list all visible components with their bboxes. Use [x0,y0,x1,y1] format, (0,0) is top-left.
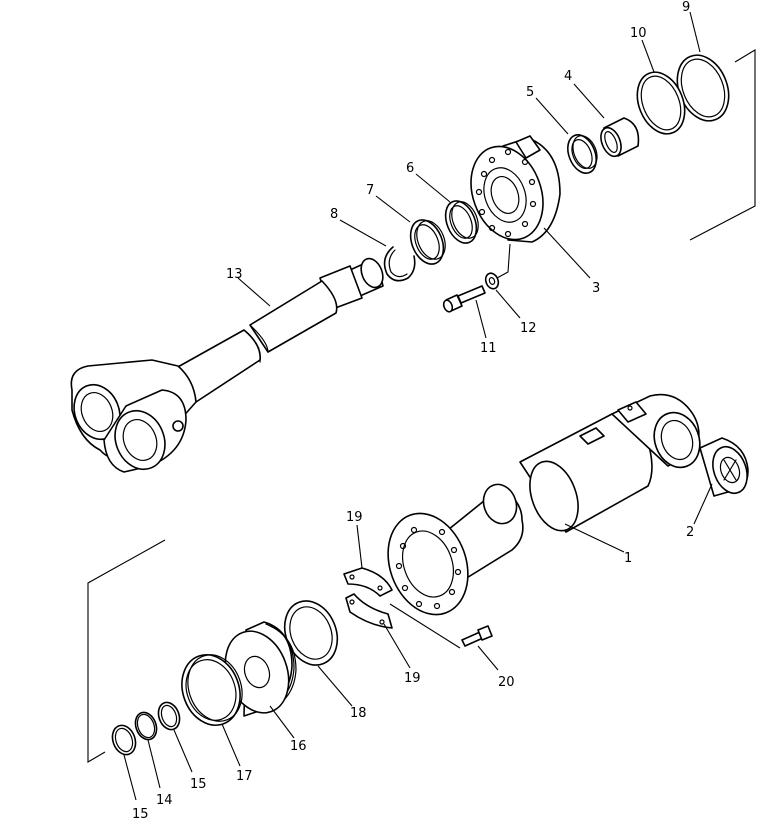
callout-13: 13 [226,267,243,282]
callout-15-right: 15 [190,777,207,792]
callout-19-upper: 19 [346,510,363,525]
washer-part-12 [484,272,500,290]
assembly-bracket-top [689,49,756,241]
callout-12: 12 [520,321,537,336]
split-ring-lower-part-19 [345,593,393,629]
callout-5: 5 [526,85,534,100]
callout-8: 8 [330,207,338,222]
callout-labels: 1 2 3 4 5 6 7 8 9 10 11 12 13 14 15 15 1… [132,0,694,821]
bolt-part-11 [442,285,486,313]
bolt-part-20 [461,625,493,647]
ring-part-15-left [111,724,137,756]
callout-16: 16 [290,739,307,754]
packing-part-6 [444,200,479,244]
seal-part-5 [567,134,598,174]
callout-15-left: 15 [132,807,149,821]
callout-2: 2 [686,525,694,540]
callout-18: 18 [350,706,367,721]
o-ring-part-9 [676,54,730,122]
callout-14: 14 [156,793,173,808]
callout-10: 10 [630,26,647,41]
backup-ring-part-10 [636,71,686,135]
piston-rod-part-13 [70,257,384,473]
bushing-part-4 [600,117,640,158]
cylinder-tube-part-1 [387,393,701,616]
callout-6: 6 [406,161,414,176]
callout-11: 11 [480,341,497,356]
callout-17: 17 [236,769,253,784]
ring-part-14 [134,711,158,741]
bushing-part-2 [699,437,749,497]
piston-ring-part-17 [181,654,243,726]
callout-20: 20 [498,675,515,690]
callout-7: 7 [366,183,374,198]
leader-lines [123,11,713,801]
callout-19-lower: 19 [404,671,421,686]
callout-1: 1 [624,551,632,566]
callout-4: 4 [564,69,572,84]
ring-part-15-right [157,701,181,731]
snap-ring-part-8 [383,246,416,282]
dust-seal-part-7 [409,219,446,265]
assembly-bracket-bottom [87,539,166,763]
cylinder-head-part-3 [470,135,561,243]
callout-3: 3 [592,281,600,296]
callout-9: 9 [682,0,690,15]
piston-part-16 [224,621,297,717]
split-ring-upper-part-19 [343,567,393,597]
